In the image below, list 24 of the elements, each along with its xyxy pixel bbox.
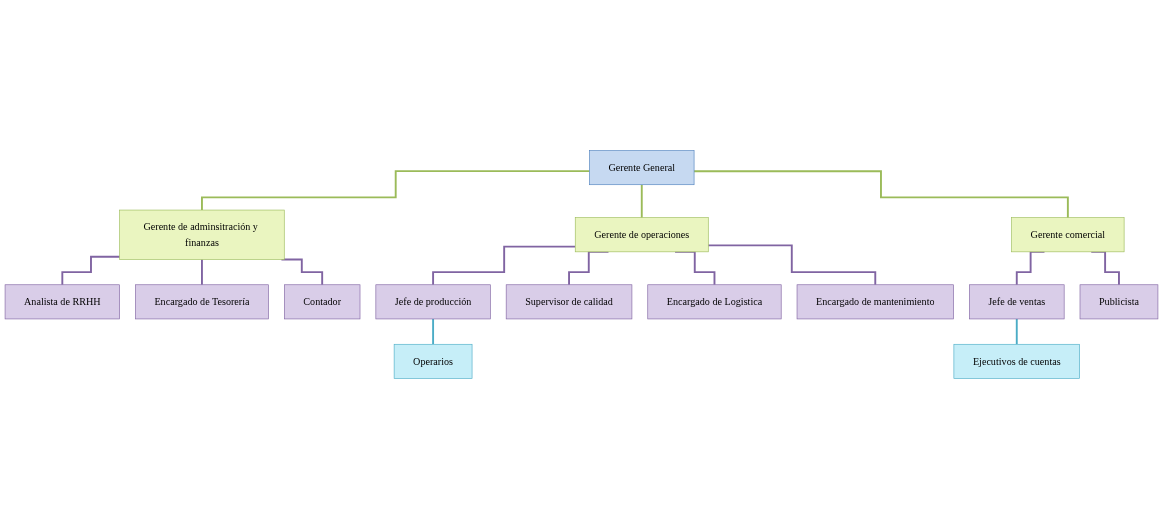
connector: [693, 170, 1069, 219]
node-box: Operarios: [393, 343, 473, 379]
node-box: Gerente de adminsitración y finanzas: [119, 209, 285, 260]
connector: [707, 244, 877, 286]
node-box: Ejecutivos de cuentas: [953, 343, 1080, 379]
connector: [1015, 318, 1018, 346]
node-box: Encargado de Tesorería: [135, 284, 269, 320]
node-box: Supervisor de calidad: [505, 284, 633, 320]
node-box: Gerente General: [589, 150, 695, 186]
node-box: Jefe de ventas: [969, 284, 1065, 320]
connector: [201, 170, 591, 211]
connector: [432, 318, 435, 346]
node-box: Analista de RRHH: [4, 284, 120, 320]
connector: [640, 183, 643, 219]
connector: [61, 255, 121, 286]
node-box: Encargado de Logistica: [647, 284, 782, 320]
connector: [432, 245, 577, 286]
node-box: Encargado de mantenimiento: [796, 284, 954, 320]
node-box: Gerente de operaciones: [574, 217, 709, 253]
node-box: Gerente comercial: [1011, 217, 1125, 253]
node-box: Jefe de producción: [375, 284, 491, 320]
connector: [201, 258, 203, 286]
node-box: Publicista: [1079, 284, 1159, 320]
node-box: Contador: [284, 284, 361, 320]
